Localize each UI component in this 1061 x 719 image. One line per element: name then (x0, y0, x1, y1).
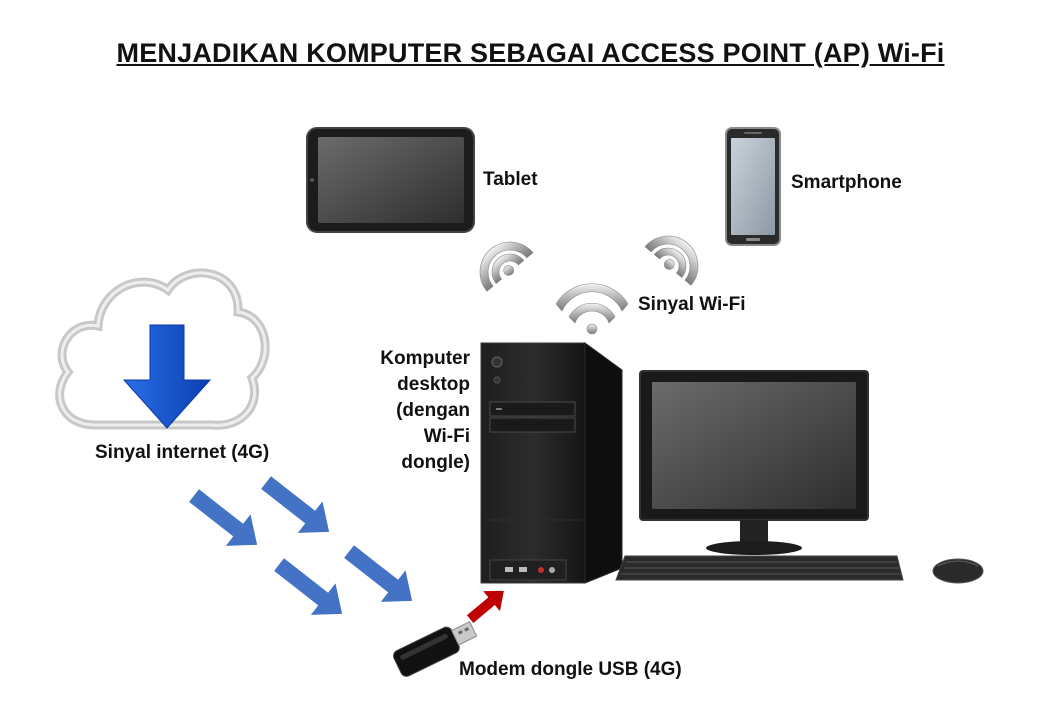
tablet-label: Tablet (483, 169, 538, 190)
mouse-icon (932, 558, 984, 584)
wifi-signal-icon (555, 283, 629, 335)
desktop-label-line: desktop (397, 374, 470, 395)
wifi-signal-icon (644, 235, 699, 286)
desktop-label-line: dongle) (401, 452, 470, 473)
arrow-icon (261, 476, 330, 533)
tablet-icon (306, 127, 475, 233)
arrow-icon (274, 558, 343, 615)
diagram-title: MENJADIKAN KOMPUTER SEBAGAI ACCESS POINT… (116, 38, 945, 68)
arrow-icon (344, 545, 413, 602)
desktop-tower-icon (480, 342, 623, 584)
monitor-icon (639, 370, 869, 555)
modem-label: Modem dongle USB (4G) (459, 659, 682, 680)
desktop-label-line: (dengan (396, 400, 470, 421)
smartphone-label: Smartphone (791, 172, 902, 193)
usb-modem-icon (393, 621, 478, 677)
arrow-icon (189, 489, 258, 546)
wifi-signal-label: Sinyal Wi-Fi (638, 294, 746, 315)
cloud-download-icon (55, 268, 270, 430)
desktop-label: Komputer desktop (dengan Wi-Fi dongle) (340, 346, 470, 476)
signal-arrows (189, 476, 413, 615)
internet-signal-label: Sinyal internet (4G) (95, 442, 270, 463)
desktop-label-line: Komputer (380, 348, 470, 369)
wifi-signal-icon (479, 241, 534, 292)
desktop-label-line: Wi-Fi (423, 426, 470, 447)
usb-insert-arrow-icon (466, 590, 504, 623)
keyboard-icon (615, 555, 904, 581)
smartphone-icon (725, 127, 781, 246)
